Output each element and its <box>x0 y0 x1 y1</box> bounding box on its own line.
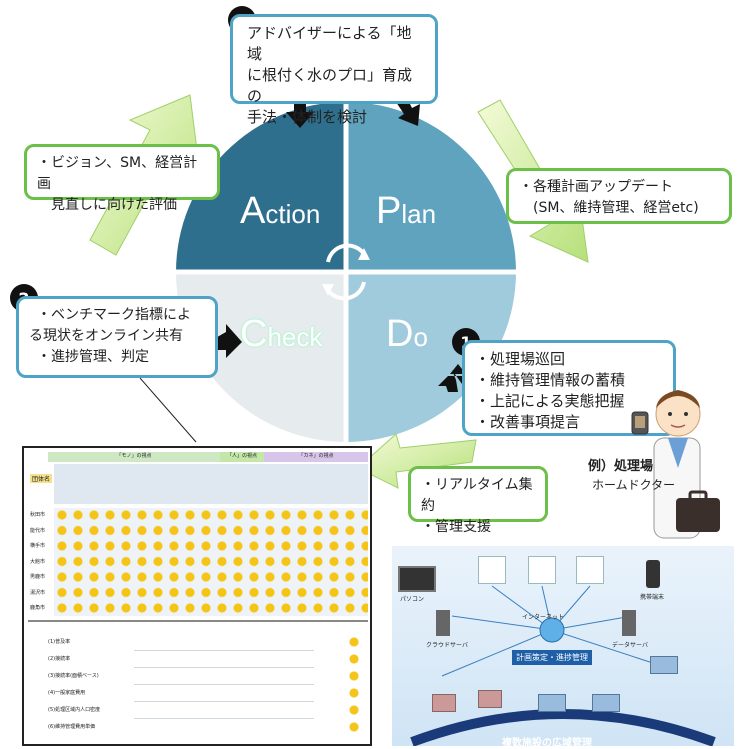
person-icon-3 <box>576 556 604 584</box>
cloud-server-icon <box>436 610 450 636</box>
person-icon-2 <box>528 556 556 584</box>
dashboard-city-list: 秋田市 能代市 横手市 大館市 男鹿市 湯沢市 鹿角市 <box>30 512 46 611</box>
benchmark-dashboard: 「モノ」の視点 「人」の視点 「カネ」の視点 団体名 秋田市 能代市 横手市 大… <box>22 446 372 746</box>
pdca-circle <box>176 102 516 442</box>
center-label: 計画策定・進捗管理 <box>512 650 592 665</box>
plan-label: Plan <box>376 190 437 232</box>
action-quadrant <box>176 102 346 272</box>
vision-callout: ・ビジョン、SM、経営計画 見直しに向けた評価 <box>24 144 220 213</box>
group-kane: 「カネ」の視点 <box>264 452 368 462</box>
facility-icon-4 <box>592 694 620 712</box>
facility-icon-2 <box>478 690 502 708</box>
arrow-into-check <box>212 324 242 358</box>
plan-update-callout: ・各種計画アップデート (SM、維持管理、経営etc) <box>506 168 732 224</box>
arrow-into-action <box>286 100 314 128</box>
dashboard-city-header: 団体名 <box>30 474 52 483</box>
benchmark-callout: ・ベンチマーク指標によ る現状をオンライン共有 ・進捗管理、判定 <box>16 296 218 378</box>
facility-icon-1 <box>432 694 456 712</box>
realtime-callout: ・リアルタイム集約 ・管理支援 <box>408 466 548 535</box>
group-mono: 「モノ」の視点 <box>48 452 220 462</box>
arrow-into-do <box>438 370 468 392</box>
facility-icon-3 <box>538 694 566 712</box>
person-icon-1 <box>478 556 506 584</box>
indicator-list: (1)普及率 (2)接続率 (3)接続率(面積ベース) (4)一般家庭費用 (5… <box>48 639 101 730</box>
data-server-icon <box>622 610 636 636</box>
mobile-icon <box>646 560 660 588</box>
check-quadrant <box>176 272 346 442</box>
internet-globe-icon <box>539 617 565 643</box>
facility-icon-5 <box>650 656 678 674</box>
dashboard-face-grid <box>54 508 368 616</box>
do-label: Do <box>386 313 428 355</box>
advisor-callout: アドバイザーによる「地域 に根付く水のプロ」育成の 手法・体制を検討 <box>230 14 438 126</box>
arrow-bottom-left <box>357 433 477 489</box>
network-footer: 複数施設の広域管理 <box>502 738 592 749</box>
action-label: Action <box>240 190 321 232</box>
group-hito: 「人」の視点 <box>220 452 264 462</box>
do-quadrant <box>346 272 516 442</box>
network-diagram: パソコン 携帯端末 クラウドサーバ データサーバ インターネット 計画策定・進捗… <box>392 546 734 749</box>
cycle-arrows-icon <box>326 243 366 301</box>
laptop-icon <box>398 566 436 592</box>
doctor-illustration <box>631 390 720 539</box>
check-label: Check <box>240 313 323 355</box>
doctor-caption: 例）処理場 ホームドクター <box>588 459 676 492</box>
plan-quadrant <box>346 102 516 272</box>
